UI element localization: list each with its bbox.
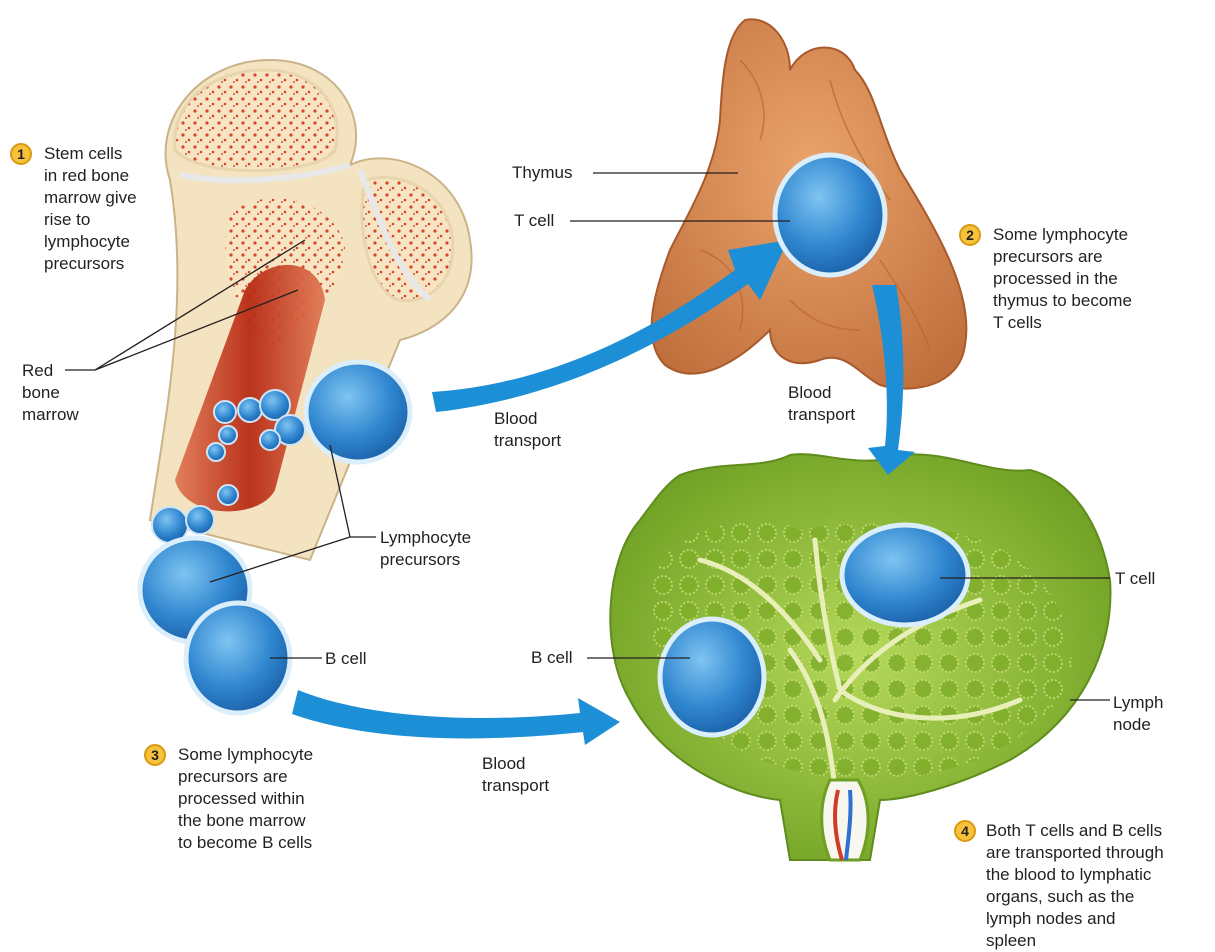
bone-illustration <box>150 60 472 560</box>
thymus-label: Thymus <box>512 162 572 184</box>
t-cell-thymus-label: T cell <box>514 210 554 232</box>
step-2-text: Some lymphocyte precursors are processed… <box>993 224 1199 334</box>
step-4: 4 Both T cells and B cells are transport… <box>954 820 1212 952</box>
step-3-text: Some lymphocyte precursors are processed… <box>178 744 374 854</box>
precursor-cell-large <box>306 362 410 462</box>
step-3-badge: 3 <box>144 744 166 766</box>
b-cell-bone-label: B cell <box>325 648 367 670</box>
t-cell-thymus <box>775 155 885 275</box>
step-1-text: Stem cells in red bone marrow give rise … <box>44 143 190 275</box>
blood-transport-label-1: Blood transport <box>494 408 561 452</box>
t-cell-node <box>842 525 968 625</box>
step-2: 2 Some lymphocyte precursors are process… <box>959 224 1199 334</box>
step-4-text: Both T cells and B cells are transported… <box>986 820 1212 952</box>
lymph-node-label: Lymph node <box>1113 692 1163 736</box>
b-cell-node <box>660 619 764 735</box>
step-1: 1 Stem cells in red bone marrow give ris… <box>10 143 190 275</box>
red-bone-marrow-label: Red bone marrow <box>22 360 79 426</box>
blood-transport-label-2: Blood transport <box>788 382 855 426</box>
t-cell-node-label: T cell <box>1115 568 1155 590</box>
blood-transport-label-3: Blood transport <box>482 753 549 797</box>
arrow-bone-to-node <box>292 690 620 745</box>
step-1-badge: 1 <box>10 143 32 165</box>
lymphocyte-precursors-label: Lymphocyte precursors <box>380 527 471 571</box>
b-cell-node-label: B cell <box>531 647 573 669</box>
step-4-badge: 4 <box>954 820 976 842</box>
step-3: 3 Some lymphocyte precursors are process… <box>144 744 374 854</box>
step-2-badge: 2 <box>959 224 981 246</box>
